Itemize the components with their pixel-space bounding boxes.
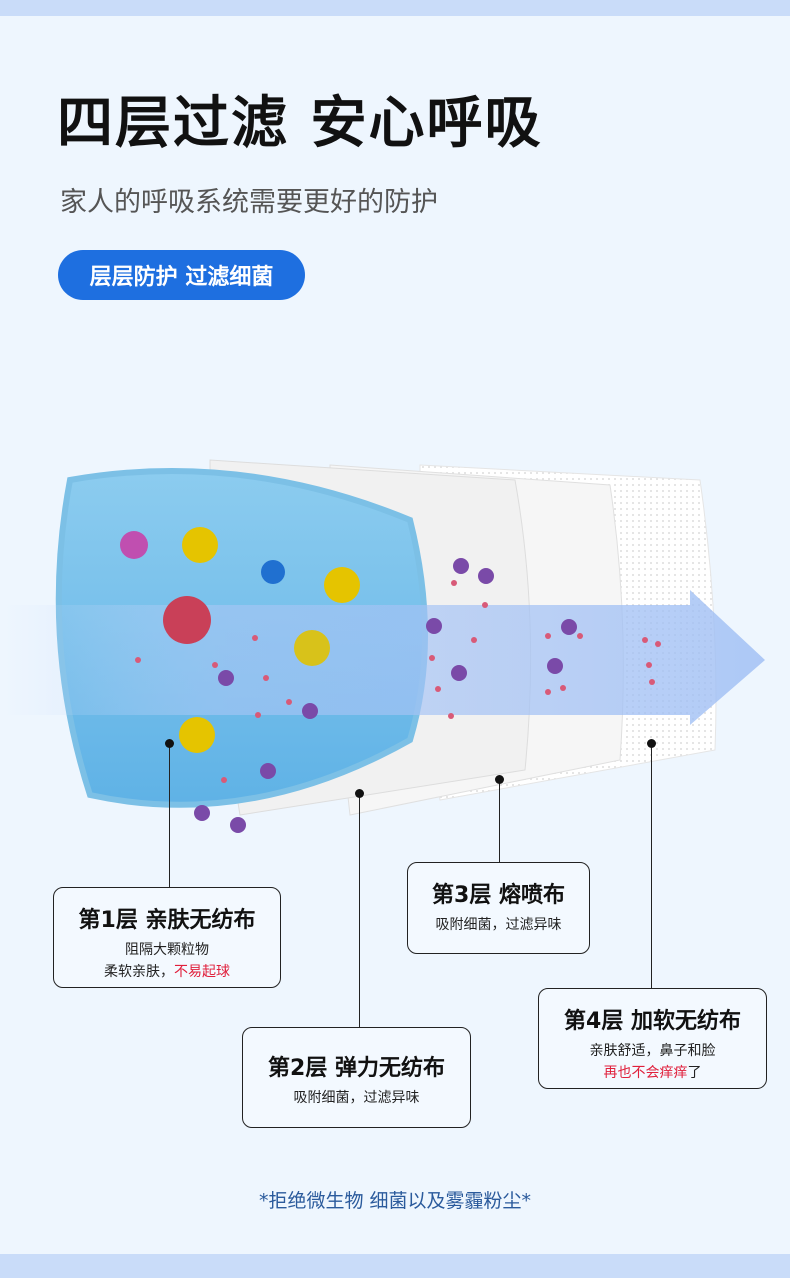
layer-3-title: 第3层 熔喷布 — [432, 883, 565, 908]
leader-line-2 — [359, 793, 360, 1027]
layer-4-title: 第4层 加软无纺布 — [564, 1009, 741, 1034]
layer-4-highlight: 再也不会痒痒 — [603, 1065, 688, 1081]
layer-3-card: 第3层 熔喷布 吸附细菌，过滤异味 — [407, 862, 590, 954]
layer-2-card: 第2层 弹力无纺布 吸附细菌，过滤异味 — [242, 1027, 471, 1128]
leader-dot-2 — [355, 789, 364, 798]
bottom-bar — [0, 1254, 790, 1278]
layer-1-title: 第1层 亲肤无纺布 — [78, 908, 256, 933]
leader-dot-3 — [495, 775, 504, 784]
leader-line-3 — [499, 779, 500, 862]
layer-3-desc: 吸附细菌，过滤异味 — [435, 917, 562, 933]
leader-dot-4 — [647, 739, 656, 748]
layer-4-desc-2: 了 — [687, 1065, 702, 1081]
layer-4-desc: 亲肤舒适，鼻子和脸 — [589, 1043, 716, 1059]
leader-dot-1 — [165, 739, 174, 748]
layer-1-highlight: 不易起球 — [174, 964, 230, 980]
top-bar — [0, 0, 790, 16]
layer-1-desc-2: 柔软亲肤， — [104, 964, 174, 980]
airflow-arrow — [0, 590, 765, 725]
feature-badge: 层层防护 过滤细菌 — [58, 250, 305, 300]
footer-note: *拒绝微生物 细菌以及雾霾粉尘* — [258, 1190, 532, 1212]
layer-2-desc: 吸附细菌，过滤异味 — [293, 1090, 420, 1106]
subtitle: 家人的呼吸系统需要更好的防护 — [60, 187, 438, 218]
layer-1-card: 第1层 亲肤无纺布 阻隔大颗粒物 柔软亲肤，不易起球 — [53, 887, 281, 988]
leader-line-4 — [651, 743, 652, 988]
mask-layers-illustration — [0, 459, 765, 833]
layer-2-title: 第2层 弹力无纺布 — [268, 1056, 445, 1081]
leader-line-1 — [169, 743, 170, 887]
layer-4-card: 第4层 加软无纺布 亲肤舒适，鼻子和脸 再也不会痒痒了 — [538, 988, 767, 1089]
page-title: 四层过滤 安心呼吸 — [57, 91, 543, 156]
layer-1-desc: 阻隔大颗粒物 — [125, 942, 209, 958]
